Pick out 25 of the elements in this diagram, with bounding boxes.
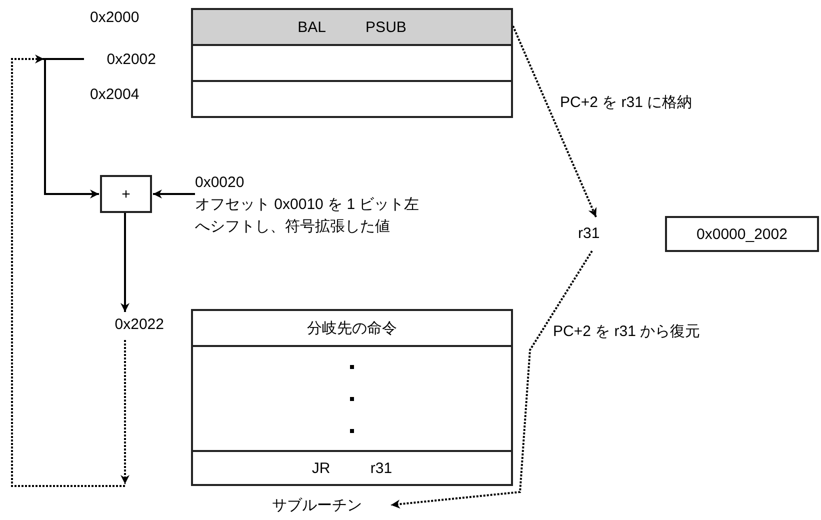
edge-label: PC+2 を r31 に格納 [560,93,692,112]
address-label: 0x2002 [84,49,156,69]
note-text: オフセット 0x0010 を 1 ビット左へシフトし、符号拡張した値 [195,195,420,237]
arrow [44,58,99,198]
arrow [153,190,195,198]
arrow [11,54,125,487]
memory-row: 分岐先の命令 [191,309,513,347]
value-label: 0x0020 [195,173,244,193]
address-label: 0x2022 [92,314,164,334]
register-label: r31 [578,223,606,243]
address-label: 0x2000 [90,9,140,26]
caption: サブルーチン [272,494,366,516]
edge-label: PC+2 を r31 から復元 [553,322,700,341]
memory-row [191,345,513,452]
arrow [512,26,597,218]
memory-row [191,80,513,118]
memory-row: BAL PSUB [191,8,513,46]
memory-row [191,44,513,82]
adder-box: + [100,175,152,213]
memory-row: JR r31 [191,450,513,486]
register-box: 0x0000_2002 [665,216,819,252]
arrow [390,250,593,509]
arrow [120,213,130,312]
address-label: 0x2004 [90,86,140,103]
arrow [120,340,130,484]
